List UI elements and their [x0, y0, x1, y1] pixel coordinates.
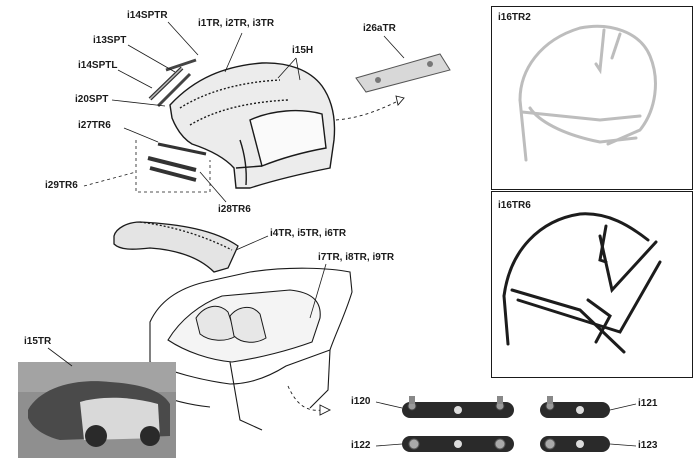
- leader-i29tr6: [83, 171, 137, 187]
- tonneau-cover: [113, 221, 239, 273]
- leader-i27tr6: [123, 127, 159, 143]
- header-rail-i26atr: [355, 53, 451, 93]
- label-i14sptr: i14SPTR: [127, 10, 168, 21]
- car-cover-photo-wheel-b: [140, 426, 160, 446]
- frame-panel-bottom-border: [491, 191, 693, 378]
- windscreen-seat-area: [195, 305, 267, 343]
- label-i15tr: i15TR: [24, 336, 52, 347]
- leader-i28tr6: [199, 171, 227, 203]
- label-i14sptl: i14SPTL: [78, 60, 118, 71]
- seal-i29tr6-a: [147, 156, 197, 172]
- soft-top-hood: [169, 62, 336, 189]
- label-i123: i123: [638, 440, 658, 451]
- leader-i120: [375, 401, 403, 409]
- leader-i123: [609, 443, 637, 447]
- leader-i13spt: [127, 44, 176, 73]
- panel-label-bottom: i16TR6: [498, 200, 531, 211]
- car-cover-photo-wheel-a: [85, 425, 107, 447]
- leader-i4tr: [235, 235, 269, 251]
- plate-i122: [402, 436, 514, 452]
- label-i28tr6: i28TR6: [218, 204, 251, 215]
- dashed-arrow-car: [287, 385, 323, 411]
- hood-leader-i1tr: [224, 32, 243, 73]
- plate-i121: [540, 396, 610, 418]
- leader-i121: [609, 403, 637, 411]
- leader-i7tr: [309, 263, 327, 319]
- car-cover-photo-sky: [18, 362, 176, 392]
- label-i4tr: i4TR, i5TR, i6TR: [270, 228, 347, 239]
- seal-i29tr6-b: [149, 166, 197, 182]
- label-i29tr6: i29TR6: [45, 180, 78, 191]
- plate-i120: [402, 396, 514, 418]
- label-i121: i121: [638, 398, 658, 409]
- label-i27tr6: i27TR6: [78, 120, 111, 131]
- label-i13spt: i13SPT: [93, 35, 127, 46]
- leader-i122: [375, 443, 403, 447]
- label-i122: i122: [351, 440, 371, 451]
- leader-i14sptr: [167, 21, 199, 56]
- leader-i15tr: [47, 347, 73, 367]
- arrowhead-hood: [395, 95, 405, 106]
- label-i15h: i15H: [292, 45, 314, 56]
- dashed-group-i29tr6: [135, 140, 211, 193]
- frame-i16tr6: [502, 212, 662, 354]
- panel-label-top: i16TR2: [498, 12, 531, 23]
- label-i7tr: i7TR, i8TR, i9TR: [318, 252, 395, 263]
- label-i20spt: i20SPT: [75, 94, 109, 105]
- leader-i14sptl: [117, 69, 153, 89]
- label-i26atr: i26aTR: [363, 23, 396, 34]
- leader-i26atr: [383, 35, 405, 59]
- leader-i20spt: [111, 99, 166, 107]
- label-i1tr: i1TR, i2TR, i3TR: [198, 18, 275, 29]
- label-i120: i120: [351, 396, 371, 407]
- arrowhead-car: [319, 404, 332, 416]
- plate-i123: [540, 436, 610, 452]
- dashed-arrow-hood-to-header: [335, 99, 401, 121]
- frame-i16tr2: [518, 24, 657, 162]
- hood-leader-i15h: [277, 57, 301, 81]
- frame-panel-top-border: [491, 6, 693, 190]
- trim-strips: [148, 58, 197, 108]
- seal-i27tr6: [157, 142, 207, 156]
